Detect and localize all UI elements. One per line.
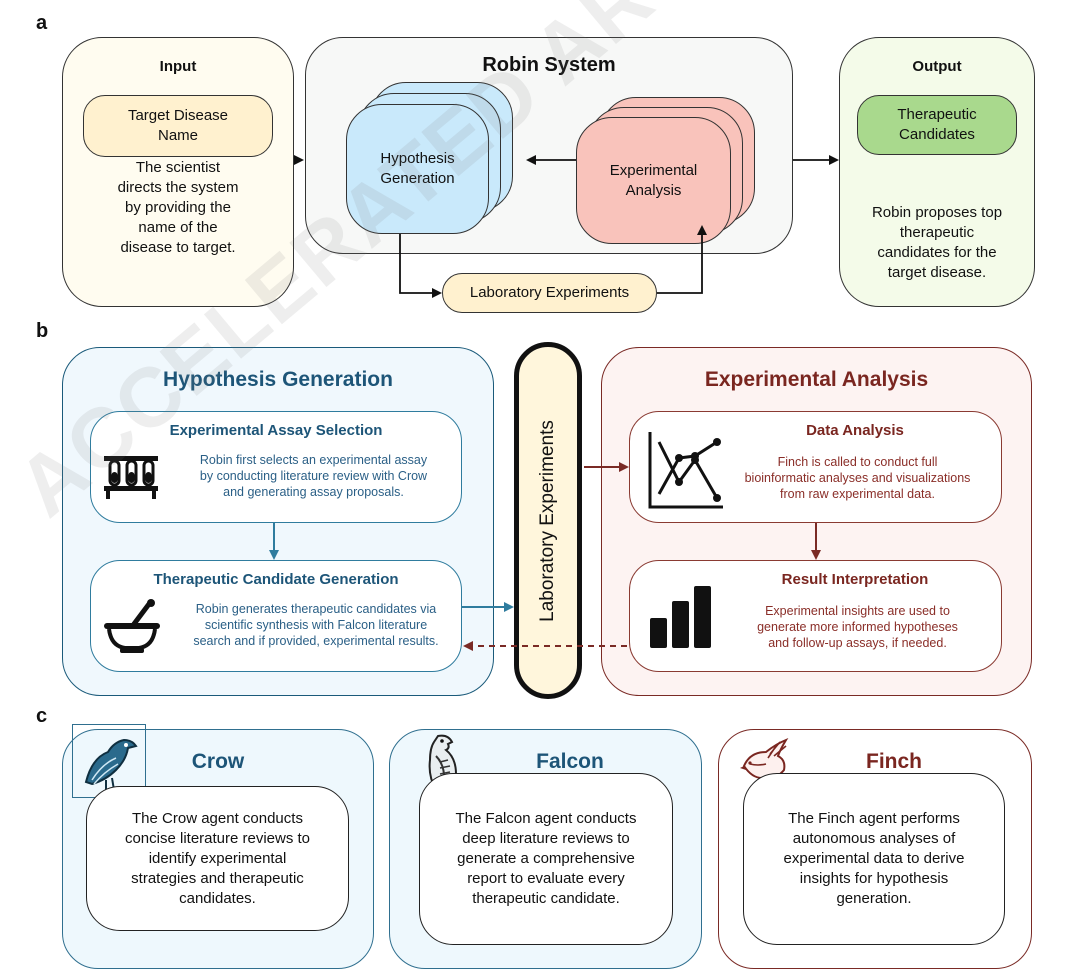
crow-icon [84, 738, 138, 791]
panel-label-c: c [36, 705, 48, 727]
falcon-description-card: The Falcon agent conducts deep literatur… [419, 773, 673, 945]
assay-desc-line: Robin first selects an experimental assa… [199, 453, 428, 467]
finch-agent-name: Finch [866, 750, 922, 773]
robin-system-title: Robin System [482, 54, 616, 76]
therapeutic-candidates-line1: Therapeutic [897, 106, 977, 123]
finch-desc-line: The Finch agent performs [788, 810, 960, 827]
input-box: Input Target Disease Name The scientist … [62, 37, 294, 307]
result-interpretation-desc: Experimental insights are used to genera… [730, 603, 985, 651]
crow-description-card: The Crow agent conducts concise literatu… [86, 786, 349, 931]
input-desc-line: disease to target. [120, 239, 236, 256]
data-analysis-desc-line: bioinformatic analyses and visualization… [744, 471, 971, 485]
result-desc-line: Experimental insights are used to [765, 604, 950, 618]
finch-desc-line: insights for hypothesis [799, 870, 949, 887]
target-disease-line1: Target Disease [127, 107, 229, 124]
candidate-desc-line: search and if provided, experimental res… [193, 634, 439, 648]
panel-label-a: a [36, 12, 48, 34]
result-desc-line: generate more informed hypotheses [757, 620, 958, 634]
hypothesis-line2: Generation [380, 170, 455, 187]
assay-desc-line: and generating assay proposals. [223, 485, 404, 499]
candidate-desc-line: scientific synthesis with Falcon literat… [204, 618, 428, 632]
result-interpretation-title: Result Interpretation [781, 571, 929, 588]
laboratory-experiments-column: Laboratory Experiments [514, 342, 582, 699]
experimental-analysis-card: Experimental Analysis [576, 117, 731, 244]
output-desc-line: candidates for the [877, 244, 997, 261]
line-chart-icon [648, 432, 723, 509]
hypothesis-generation-card: Hypothesis Generation [346, 104, 489, 234]
candidate-desc-line: Robin generates therapeutic candidates v… [195, 602, 437, 616]
panel-b-arrows [269, 462, 821, 651]
analysis-line2: Analysis [625, 181, 682, 199]
experimental-analysis-title: Experimental Analysis [704, 368, 929, 391]
input-desc-line: name of the [138, 219, 218, 236]
candidate-generation-desc: Robin generates therapeutic candidates v… [171, 601, 461, 649]
finch-desc-line: generation. [836, 890, 912, 907]
input-desc-line: by providing the [125, 199, 231, 216]
output-desc-line: target disease. [887, 264, 987, 281]
crow-desc-line: The Crow agent conducts [132, 809, 303, 827]
data-analysis-desc: Finch is called to conduct full bioinfor… [720, 454, 995, 502]
analysis-line1: Experimental [609, 161, 698, 179]
target-disease-line2: Name [157, 127, 198, 144]
data-analysis-desc-line: from raw experimental data. [780, 487, 935, 501]
output-desc-line: Robin proposes top [871, 204, 1003, 221]
output-desc-line: therapeutic [899, 224, 975, 241]
candidate-generation-title: Therapeutic Candidate Generation [153, 571, 399, 588]
hypothesis-line1: Hypothesis [380, 150, 455, 167]
crow-desc-line: candidates. [179, 889, 256, 907]
input-title: Input [159, 58, 197, 75]
falcon-desc-line: generate a comprehensive [457, 850, 635, 867]
crow-description: The Crow agent conducts concise literatu… [125, 809, 310, 909]
target-disease-pill: Target Disease Name [83, 95, 273, 157]
therapeutic-candidates-line2: Candidates [899, 126, 975, 143]
finch-desc-line: experimental data to derive [783, 850, 965, 867]
output-title: Output [912, 58, 962, 75]
crow-desc-line: identify experimental [148, 849, 287, 867]
falcon-agent-name: Falcon [536, 750, 604, 773]
crow-agent-name: Crow [191, 750, 245, 773]
laboratory-experiments-pill: Laboratory Experiments [442, 273, 657, 313]
mortar-pestle-icon [104, 599, 160, 653]
bar-chart-icon [650, 586, 711, 648]
panel-a-arrows [294, 155, 839, 298]
hypothesis-to-lab-arrow [399, 234, 442, 298]
falcon-desc-line: deep literature reviews to [462, 830, 630, 847]
panel-label-b: b [36, 320, 49, 342]
output-description: Robin proposes top therapeutic candidate… [840, 203, 1034, 283]
result-interpretation-card: Result Interpretation Experimental insig… [629, 560, 1002, 672]
falcon-description: The Falcon agent conducts deep literatur… [456, 809, 637, 909]
assay-selection-desc: Robin first selects an experimental assa… [171, 452, 456, 500]
finch-description: The Finch agent performs autonomous anal… [784, 809, 965, 909]
crow-desc-line: strategies and therapeutic [131, 869, 304, 887]
input-desc-line: directs the system [117, 179, 239, 196]
therapeutic-candidates-pill: Therapeutic Candidates [857, 95, 1017, 155]
falcon-desc-line: report to evaluate every [467, 870, 625, 887]
data-analysis-desc-line: Finch is called to conduct full [777, 455, 938, 469]
lab-to-analysis-arrow [657, 225, 707, 294]
input-description: The scientist directs the system by prov… [63, 158, 293, 258]
finch-description-card: The Finch agent performs autonomous anal… [743, 773, 1005, 945]
hypothesis-generation-title: Hypothesis Generation [163, 368, 393, 391]
output-box: Output Therapeutic Candidates Robin prop… [839, 37, 1035, 307]
data-analysis-title: Data Analysis [806, 422, 904, 439]
assay-desc-line: by conducting literature review with Cro… [199, 469, 428, 483]
result-desc-line: and follow-up assays, if needed. [768, 636, 947, 650]
falcon-desc-line: The Falcon agent conducts [455, 810, 637, 827]
falcon-desc-line: therapeutic candidate. [472, 890, 620, 907]
finch-desc-line: autonomous analyses of [792, 830, 956, 847]
crow-desc-line: concise literature reviews to [124, 829, 311, 847]
test-tubes-icon [104, 456, 158, 499]
input-desc-line: The scientist [135, 159, 221, 176]
candidate-generation-card: Therapeutic Candidate Generation Robin g… [90, 560, 462, 672]
assay-selection-title: Experimental Assay Selection [169, 422, 383, 439]
